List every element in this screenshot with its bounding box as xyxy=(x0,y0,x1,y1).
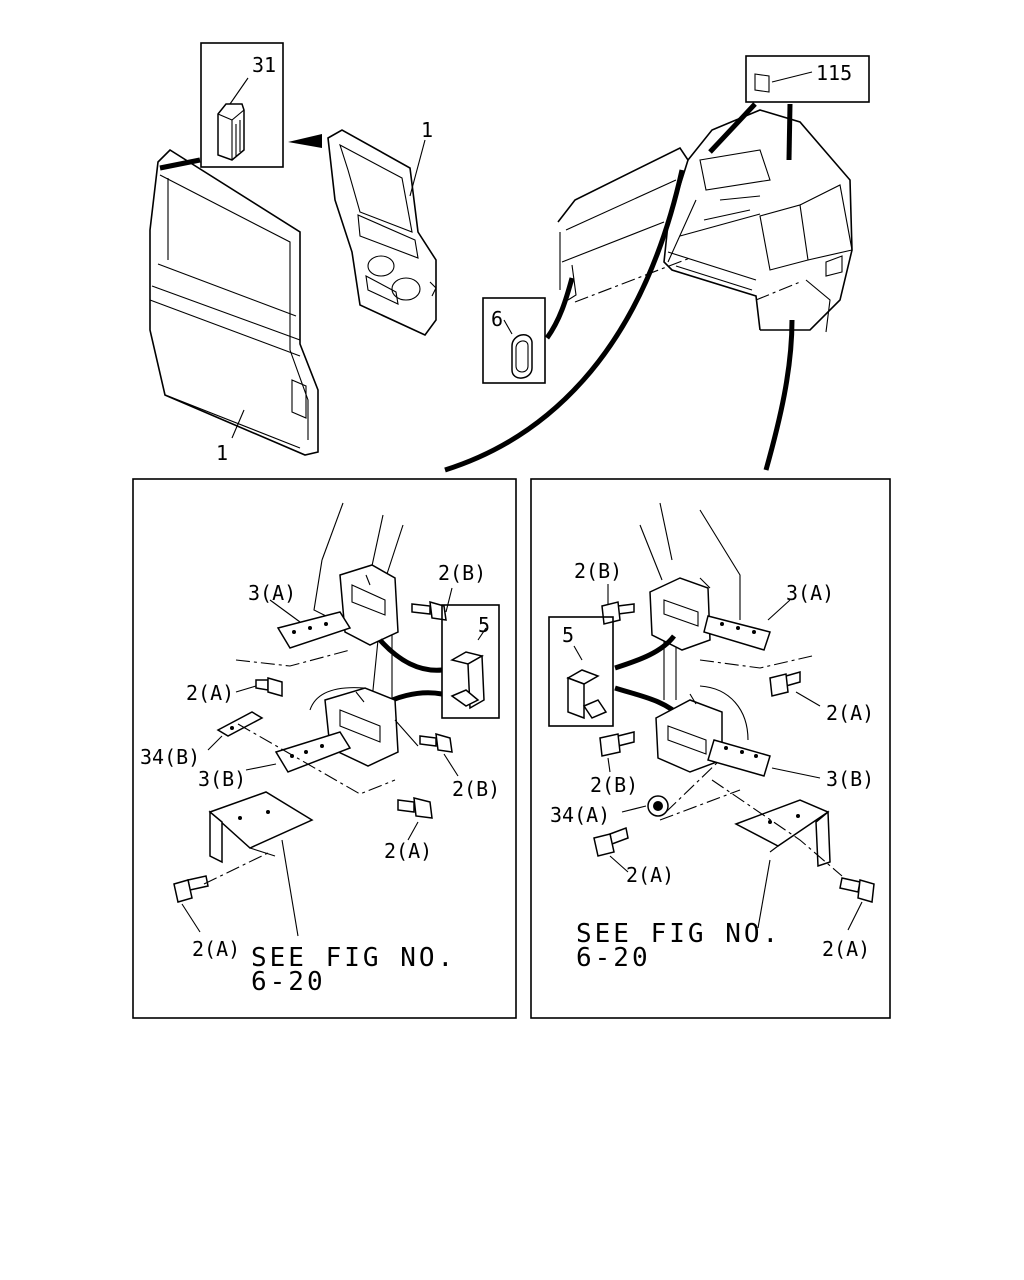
part-115-box: 115 xyxy=(708,55,870,161)
detail-panel-left: 3(A) 2(B) 2(A) 5 3(B) xyxy=(132,478,517,1019)
see-fig-number: 6-20 xyxy=(251,967,326,997)
label-2a-left: 2(A) xyxy=(186,681,234,705)
label-34a: 34(A) xyxy=(550,803,610,827)
vehicle-side-view xyxy=(557,109,853,333)
label-5-right: 5 xyxy=(562,623,574,647)
label-3a: 3(A) xyxy=(248,581,296,605)
label-3b-right: 3(B) xyxy=(826,767,874,791)
see-fig-text-right: SEE FIG NO. xyxy=(576,919,781,949)
label-34b: 34(B) xyxy=(140,745,200,769)
door-assembly-left xyxy=(149,148,319,456)
see-fig-text: SEE FIG NO. xyxy=(251,943,456,973)
part-6-box: 6 xyxy=(482,277,575,384)
label-2a-bottom: 2(A) xyxy=(192,937,240,961)
label-2a-right: 2(A) xyxy=(826,701,874,725)
leader-to-right-panel xyxy=(763,319,795,471)
detail-panel-right: 3(A) 2(B) 5 3(B) 2(A) xyxy=(530,478,891,1019)
label-3b: 3(B) xyxy=(198,767,246,791)
label-5: 5 xyxy=(478,613,490,637)
label-3a-right: 3(A) xyxy=(786,581,834,605)
part-31-box: 31 xyxy=(159,42,322,171)
leader-to-left-panel xyxy=(444,169,685,473)
label-2a-mid-right: 2(A) xyxy=(626,863,674,887)
callout-1-trim: 1 xyxy=(421,118,433,142)
callout-115: 115 xyxy=(816,61,852,85)
callout-31: 31 xyxy=(252,53,276,77)
callout-1-door: 1 xyxy=(216,441,228,465)
label-2b-mid-right: 2(B) xyxy=(590,773,638,797)
label-2a-bottom-right: 2(A) xyxy=(822,937,870,961)
door-trim-panel xyxy=(327,129,437,337)
see-fig-number-right: 6-20 xyxy=(576,943,651,973)
label-2b-top-right: 2(B) xyxy=(574,559,622,583)
label-2b-top: 2(B) xyxy=(438,561,486,585)
label-2b-bottom: 2(B) xyxy=(452,777,500,801)
label-2a-mid: 2(A) xyxy=(384,839,432,863)
callout-6: 6 xyxy=(491,307,503,331)
